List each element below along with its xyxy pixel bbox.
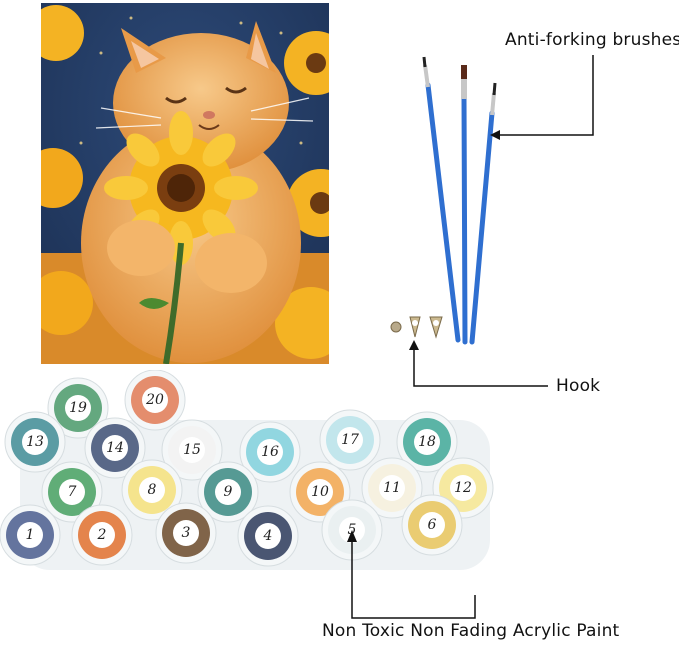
- paint-pot-14: 14: [84, 417, 146, 479]
- paint-pot-5: 5: [321, 499, 383, 561]
- paint-pot-4: 4: [237, 505, 299, 567]
- paint-pot-16: 16: [239, 421, 301, 483]
- paint-pot-20: 20: [124, 370, 186, 431]
- paint-number: 14: [106, 440, 124, 456]
- paint-pot-19: 19: [47, 377, 109, 439]
- brushes-label: Anti-forking brushes: [505, 30, 679, 50]
- paint-number: 19: [69, 400, 87, 416]
- paint-number: 7: [68, 484, 77, 500]
- paint-number: 16: [261, 444, 279, 460]
- paint-number: 17: [341, 432, 359, 448]
- brush-icon: [422, 56, 461, 343]
- paint-number: 13: [26, 434, 44, 450]
- paint-number: 11: [383, 480, 401, 496]
- paint-number: 6: [428, 517, 437, 533]
- paint-number: 4: [263, 528, 273, 544]
- paint-pot-15: 15: [161, 419, 223, 481]
- paint-number: 5: [348, 522, 357, 538]
- paint-number: 20: [145, 392, 164, 408]
- paint-pot-17: 17: [319, 409, 381, 471]
- cat-sunflower-painting: [41, 3, 329, 364]
- paint-pot-18: 18: [396, 411, 458, 473]
- paint-pot-2: 2: [71, 504, 133, 566]
- paint-pot-12: 12: [432, 457, 494, 519]
- paint-number: 8: [148, 482, 157, 498]
- paint-number: 2: [97, 527, 107, 543]
- paint-pot-8: 8: [121, 459, 183, 521]
- brushes-and-hooks: [390, 56, 497, 345]
- sunflower-decor-icon: [41, 5, 329, 359]
- paint-number: 15: [183, 442, 201, 458]
- paint-pot-7: 7: [41, 461, 103, 523]
- paint-pot-9: 9: [197, 461, 259, 523]
- hook-label: Hook: [556, 376, 601, 396]
- hook-icon: [390, 316, 443, 339]
- paint-pot-11: 11: [361, 457, 423, 519]
- paint-number: 1: [26, 527, 35, 543]
- paint-number: 9: [224, 484, 233, 500]
- paint-pot-13: 13: [4, 411, 66, 473]
- paint-number: 12: [454, 480, 472, 496]
- brush-icon: [461, 65, 468, 345]
- paint-number: 10: [311, 484, 329, 500]
- paint-pot-6: 6: [401, 494, 463, 556]
- paint-pot-1: 1: [0, 504, 61, 566]
- brush-icon: [469, 82, 497, 345]
- paint-number: 3: [182, 525, 191, 541]
- paint-label: Non Toxic Non Fading Acrylic Paint: [322, 621, 620, 641]
- paint-number: 18: [418, 434, 436, 450]
- paint-pot-3: 3: [155, 502, 217, 564]
